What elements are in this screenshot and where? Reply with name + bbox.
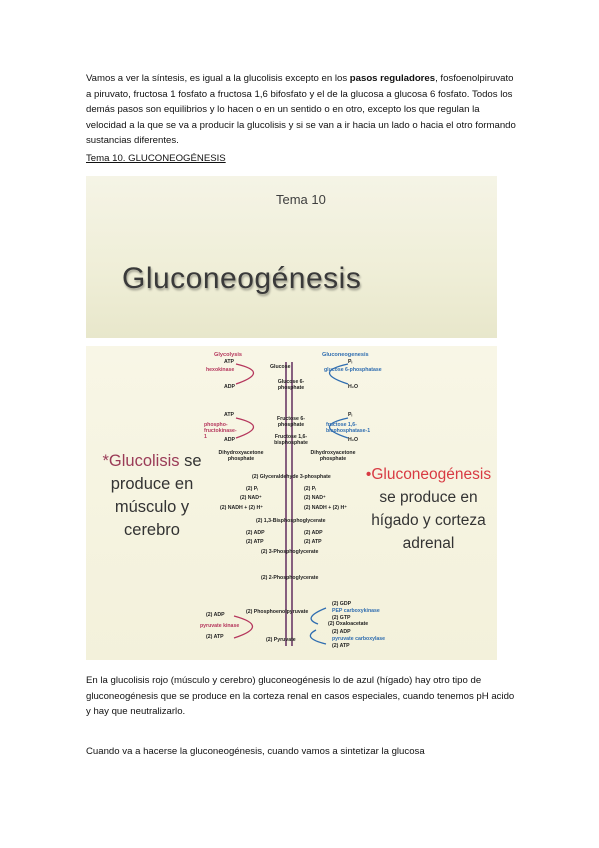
molecule-pep: (2) Phosphoenolpyruvate <box>246 609 309 615</box>
pathway-arrows <box>233 362 349 646</box>
cofactor-2atp-right-1: (2) ATP <box>304 539 322 545</box>
section-heading: Tema 10. GLUCONEOGÉNESIS <box>86 153 226 164</box>
molecule-13bpg: (2) 1,3-Bisphosphoglycerate <box>256 518 326 524</box>
cofactor-atp-1: ATP <box>224 359 234 365</box>
cofactor-2pi-left: (2) Pᵢ <box>246 486 258 492</box>
cofactor-2nad-left: (2) NAD⁺ <box>240 495 262 501</box>
enzyme-pyruvate-kinase: pyruvate kinase <box>200 623 240 629</box>
enzyme-pep-carboxykinase: PEP carboxykinase <box>332 608 380 614</box>
cofactor-2atp-left-1: (2) ATP <box>246 539 264 545</box>
slide-title-image: Tema 10 Gluconeogénesis <box>86 176 497 338</box>
note-gluconeogenesis: •Gluconeogénesis se produce en hígado y … <box>356 463 497 555</box>
molecule-oxaloacetate: (2) Oxaloacetate <box>328 621 369 627</box>
cofactor-2adp-left-2: (2) ADP <box>206 612 225 618</box>
cofactor-2nadh-left: (2) NADH + (2) H⁺ <box>220 505 263 511</box>
cofactor-2nad-right: (2) NAD⁺ <box>304 495 326 501</box>
note-gluconeogenesis-keyword: •Gluconeogénesis <box>365 466 492 483</box>
molecule-fructose-6p: Fructose 6-phosphate <box>277 416 305 428</box>
note-glucolisis-line4: cerebro <box>124 521 180 539</box>
molecule-glucose: Glucose <box>270 364 291 370</box>
slide-tema-label: Tema 10 <box>276 192 326 207</box>
cofactor-pi-1: Pᵢ <box>348 359 353 365</box>
note-gluconeogenesis-line4: adrenal <box>402 535 455 552</box>
glycolysis-label: Glycolysis <box>214 352 242 358</box>
slide-pathway-image: Glycolysis Gluconeogenesis Glucose Gluco… <box>86 346 497 660</box>
cofactor-h2o-1: H₂O <box>348 384 359 390</box>
cofactor-h2o-2: H₂O <box>348 437 359 443</box>
intro-text-a: Vamos a ver la síntesis, es igual a la g… <box>86 73 350 84</box>
intro-paragraph: Vamos a ver la síntesis, es igual a la g… <box>86 71 516 149</box>
enzyme-fbpase: fructose 1,6-bisphosphatase-1 <box>326 422 371 434</box>
cofactor-2adp-right-1: (2) ADP <box>304 530 323 536</box>
cofactor-2gdp: (2) GDP <box>332 601 352 607</box>
molecule-dhap-left: Dihydroxyacetone phosphate <box>218 450 264 462</box>
cofactor-2nadh-right: (2) NADH + (2) H⁺ <box>304 505 347 511</box>
enzyme-glucose-6-phosphatase: glucose 6-phosphatase <box>324 367 382 373</box>
closing-paragraph: Cuando va a hacerse la gluconeogénesis, … <box>86 746 425 757</box>
cofactor-2adp-left-1: (2) ADP <box>246 530 265 536</box>
cofactor-atp-2: ATP <box>224 412 234 418</box>
molecule-pyruvate: (2) Pyruvate <box>266 637 296 643</box>
cofactor-2atp-left-2: (2) ATP <box>206 634 224 640</box>
cofactor-adp-2: ADP <box>224 437 235 443</box>
molecule-2pg: (2) 2-Phosphoglycerate <box>261 575 319 581</box>
molecule-gap: (2) Glyceraldehyde 3-phosphate <box>252 474 331 480</box>
molecule-dhap-right: Dihydroxyacetone phosphate <box>310 450 356 462</box>
enzyme-phosphofructokinase: phospho-fructokinase-1 <box>204 422 237 440</box>
enzyme-pyruvate-carboxylase: pyruvate carboxylase <box>332 636 386 642</box>
cofactor-2adp-right-2: (2) ADP <box>332 629 351 635</box>
enzyme-hexokinase: hexokinase <box>206 367 235 373</box>
note-glucolisis-line2: produce en <box>110 475 194 493</box>
intro-bold: pasos reguladores <box>349 73 436 84</box>
note-glucolisis: *Glucolisis se produce en músculo y cere… <box>86 450 218 542</box>
molecule-glucose-6p: Glucose 6-phosphate <box>277 379 305 391</box>
intro-text-b: , fosfoenolpiruvato a piruvato, fructosa… <box>86 73 516 147</box>
cofactor-2pi-right: (2) Pᵢ <box>304 486 316 492</box>
cofactor-2atp-right-2: (2) ATP <box>332 643 350 649</box>
molecule-fructose-16bp: Fructose 1,6-bisphosphate <box>274 434 308 446</box>
slide-title: Gluconeogénesis <box>122 262 362 295</box>
note-glucolisis-keyword: *Glucolisis <box>102 452 180 470</box>
note-gluconeogenesis-line3: hígado y corteza <box>371 512 486 529</box>
note-glucolisis-line3: músculo y <box>114 498 190 516</box>
molecule-3pg: (2) 3-Phosphoglycerate <box>261 549 319 555</box>
gluconeogenesis-label: Gluconeogenesis <box>322 352 369 358</box>
note-glucolisis-se: se <box>184 452 202 470</box>
cofactor-pi-2: Pᵢ <box>348 412 353 418</box>
note-gluconeogenesis-line2: se produce en <box>379 489 478 506</box>
cofactor-2gtp: (2) GTP <box>332 615 351 621</box>
cofactor-adp-1: ADP <box>224 384 235 390</box>
explanation-paragraph: En la glucolisis rojo (músculo y cerebro… <box>86 675 515 718</box>
